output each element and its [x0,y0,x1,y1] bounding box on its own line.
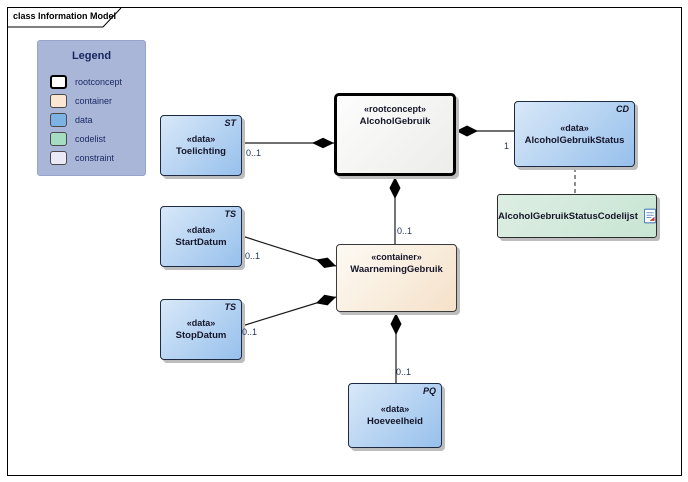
legend-item-codelist: codelist [50,131,106,146]
codelist-name: AlcoholGebruikStatusCodelijst [498,210,638,222]
class-waarneminggebruik[interactable]: «container» WaarnemingGebruik [336,244,457,312]
document-icon [643,208,656,224]
datatype-tag: ST [224,118,236,128]
stereotype-label: «data» [186,225,216,235]
class-name: Hoeveelheid [367,416,423,427]
legend-item-label: container [75,95,113,106]
multiplicity-label: 0..1 [242,327,258,337]
class-name: StartDatum [175,237,227,248]
class-alcoholgebruikstatuscodelijst[interactable]: AlcoholGebruikStatusCodelijst [497,194,657,238]
stereotype-label: «data» [380,404,410,414]
codelist-swatch [50,131,67,146]
stereotype-label: «rootconcept» [363,104,426,114]
class-name: WaarnemingGebruik [350,264,443,275]
legend-item-label: codelist [75,133,106,144]
class-name: StopDatum [175,330,227,341]
class-hoeveelheid[interactable]: PQ «data» Hoeveelheid [348,383,442,448]
legend-item-constraint: constraint [50,150,114,165]
multiplicity-label: 0..1 [246,148,262,158]
legend-title: Legend [71,50,112,62]
datatype-tag: TS [224,302,236,312]
class-toelichting[interactable]: ST «data» Toelichting [160,115,242,176]
rootconcept-swatch [50,74,67,89]
class-stopdatum[interactable]: TS «data» StopDatum [160,299,242,360]
class-startdatum[interactable]: TS «data» StartDatum [160,206,242,267]
data-swatch [50,112,67,127]
multiplicity-label: 0..1 [396,367,412,377]
stereotype-label: «data» [560,122,589,133]
class-alcoholgebruikstatus[interactable]: CD «data» AlcoholGebruikStatus [514,101,635,167]
diagram-frame-title: class Information Model [13,11,117,21]
multiplicity-label: 0..1 [397,226,413,236]
legend-item-label: constraint [75,152,115,163]
class-alcoholgebruik[interactable]: «rootconcept» AlcoholGebruik [334,93,456,176]
stereotype-label: «data» [186,318,216,328]
class-name: Toelichting [176,146,226,157]
class-name: AlcoholGebruikStatus [524,134,625,146]
legend-item-label: rootconcept [75,76,123,87]
multiplicity-label: 1 [504,141,510,151]
constraint-swatch [50,150,67,165]
legend-item-container: container [50,93,112,108]
datatype-tag: TS [224,209,236,219]
container-swatch [50,93,67,108]
datatype-tag: PQ [422,386,436,396]
class-name: AlcoholGebruik [359,116,431,127]
legend-item-rootconcept: rootconcept [50,74,122,89]
diagram-frame-border [7,7,682,476]
stereotype-label: «data» [186,134,216,144]
legend-panel: Legend rootconcept container data codeli… [37,40,146,176]
legend-item-label: data [75,114,93,125]
datatype-tag: CD [616,104,629,114]
legend-item-data: data [50,112,93,127]
stereotype-label: «container» [371,252,422,262]
multiplicity-label: 0..1 [245,251,261,261]
